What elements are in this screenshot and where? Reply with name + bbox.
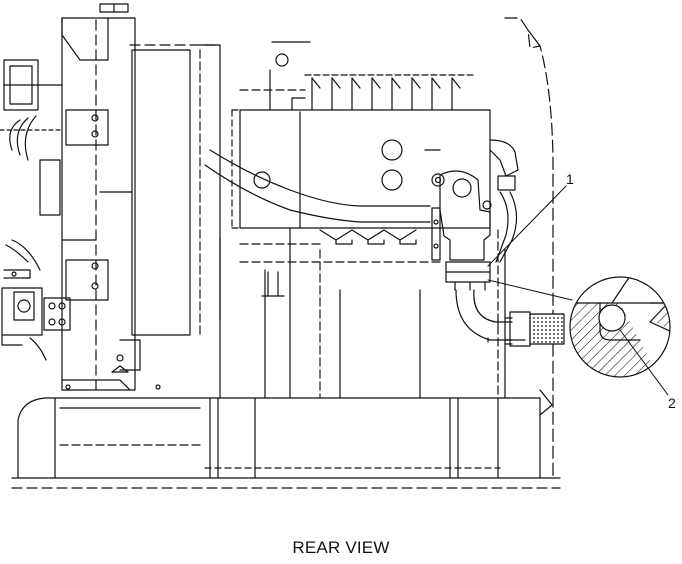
callout-1: 1 (566, 171, 574, 187)
electrical-components (0, 59, 71, 361)
base-frame (11, 397, 561, 489)
right-panel (504, 17, 554, 481)
engine-block (219, 41, 526, 399)
filter-housing (424, 139, 519, 291)
coolant-hose (204, 149, 431, 223)
section-detail (569, 276, 671, 378)
view-caption: REAR VIEW (292, 538, 390, 557)
drain-hose (455, 289, 565, 347)
radiator-assembly (61, 3, 221, 391)
callout-2: 2 (668, 395, 676, 411)
leader-lines (487, 185, 669, 396)
